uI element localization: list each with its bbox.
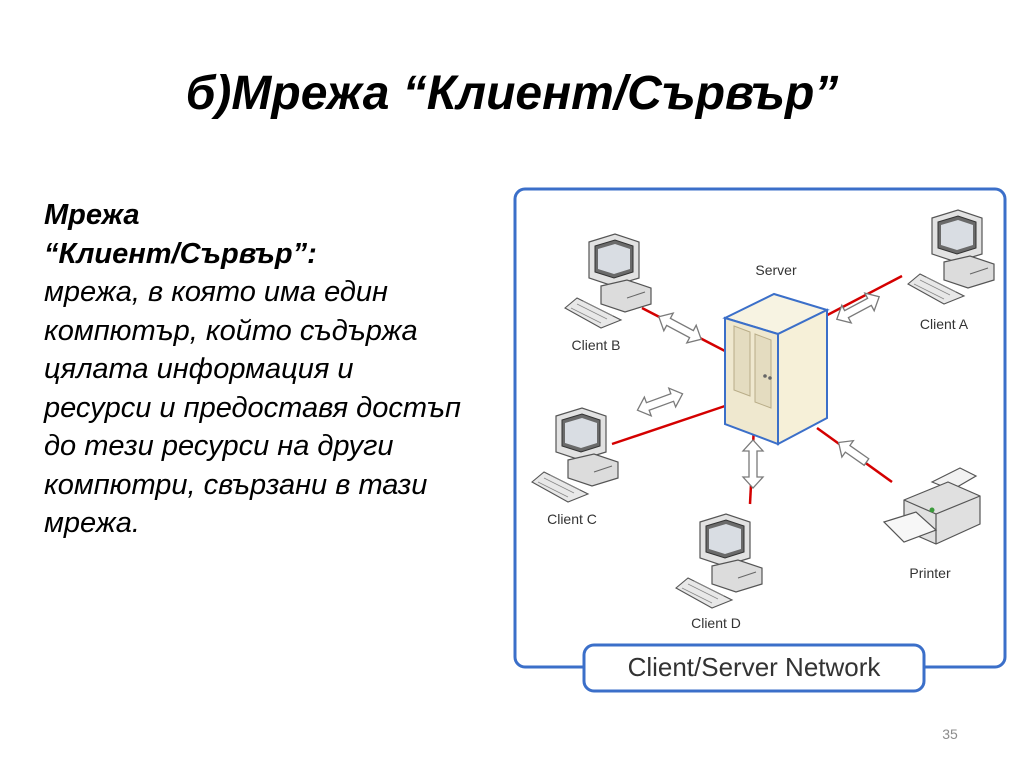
- diagram-caption: Client/Server Network: [628, 652, 882, 682]
- arrow-printer-icon: [837, 439, 870, 467]
- server-icon: [722, 292, 830, 446]
- caption-box: [582, 643, 926, 693]
- definition-term-line1: Мрежа: [44, 199, 140, 231]
- label-client-a: Client A: [920, 316, 969, 332]
- link-client-a: [813, 274, 903, 324]
- arrow-client-c-icon: [636, 386, 684, 418]
- definition-text: Мрежа “Клиент/Сървър”: мрежа, в която им…: [44, 196, 464, 543]
- label-server: Server: [755, 262, 797, 278]
- label-client-d: Client D: [691, 615, 741, 631]
- label-client-b: Client B: [571, 337, 620, 353]
- label-printer: Printer: [909, 565, 951, 581]
- link-client-c: [611, 404, 726, 446]
- definition-term-line2: “Клиент/Сървър”:: [44, 237, 317, 270]
- data-flow-arrows: [636, 292, 881, 489]
- label-client-c: Client C: [547, 511, 597, 527]
- printer-icon: [882, 467, 981, 545]
- slide-number: 35: [942, 726, 958, 742]
- diagram-canvas: Server Client B Client A Client C Client…: [513, 187, 1007, 693]
- arrow-client-b-icon: [657, 312, 703, 344]
- arrow-client-a-icon: [835, 292, 881, 324]
- client-server-diagram: Server Client B Client A Client C Client…: [512, 186, 1008, 698]
- arrow-client-d-icon: [741, 439, 765, 489]
- slide-title: б)Мрежа “Клиент/Сървър”: [185, 67, 839, 120]
- definition-description: мрежа, в която има един компютър, който …: [44, 276, 461, 539]
